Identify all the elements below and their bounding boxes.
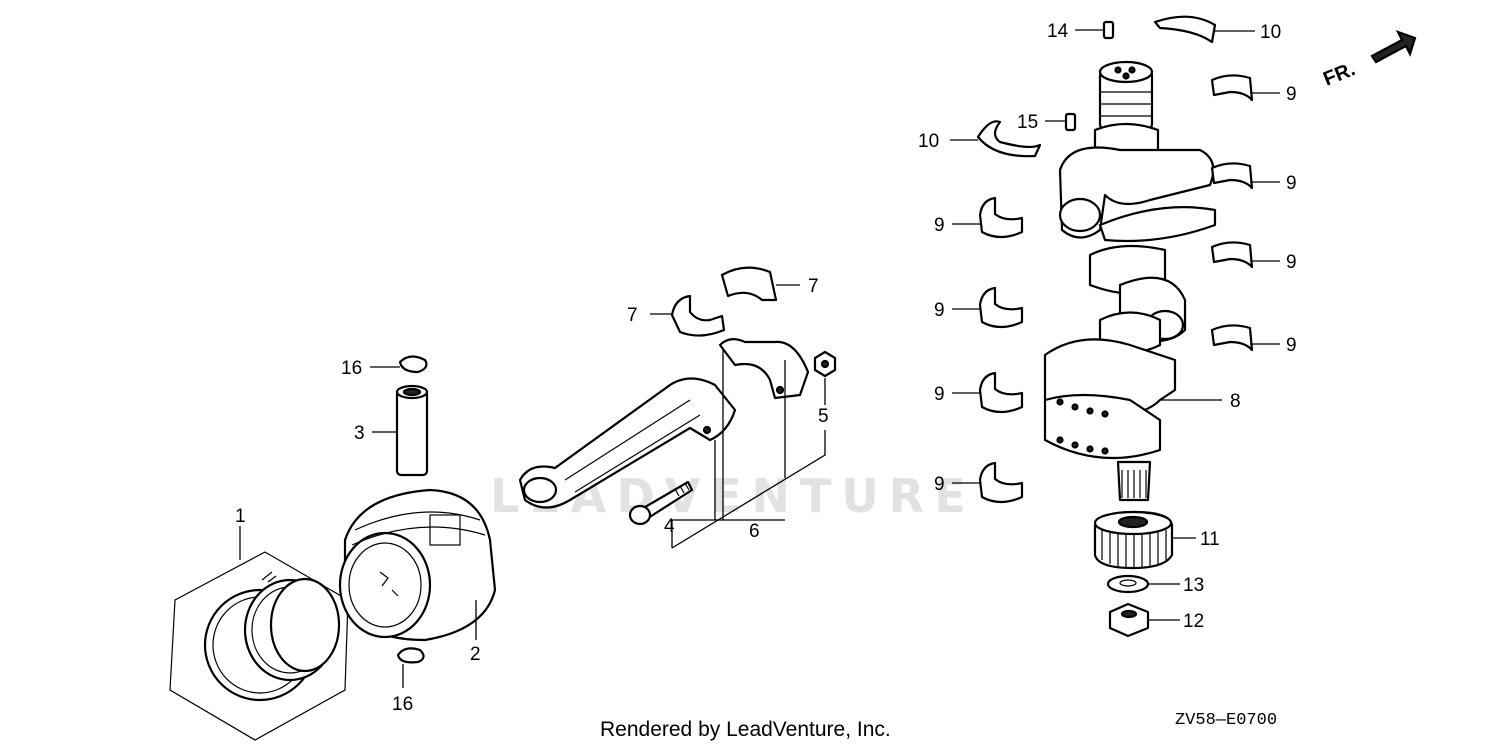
piston-part[interactable]	[338, 488, 497, 642]
thrust-washer-left-part[interactable]	[976, 120, 1042, 158]
callout-2: 2	[470, 644, 481, 665]
callout-14: 14	[1047, 21, 1069, 42]
washer-part[interactable]	[1106, 574, 1150, 594]
piston-pin-part[interactable]	[395, 384, 429, 477]
callout-9-left-4: 9	[934, 474, 945, 495]
clip-bottom-part[interactable]	[396, 647, 425, 664]
thrust-washer-top-part[interactable]	[1153, 15, 1217, 44]
callout-7-left: 7	[627, 305, 638, 326]
callout-12: 12	[1183, 611, 1204, 632]
timing-gear-part[interactable]	[1093, 510, 1174, 570]
callout-9-left-2: 9	[934, 300, 945, 321]
main-bearings-right[interactable]	[1210, 74, 1254, 352]
callout-9-right-3: 9	[1286, 252, 1297, 273]
leader-bracket-4-6	[671, 350, 826, 549]
front-direction-label: FR.	[1320, 58, 1358, 90]
callout-7-right: 7	[808, 276, 819, 297]
connecting-rod-part[interactable]	[518, 338, 810, 509]
callout-13: 13	[1183, 575, 1204, 596]
diagram-code: ZV58—E0700	[1175, 711, 1278, 730]
rod-bearing-right-part[interactable]	[720, 266, 778, 302]
callout-9-left-1: 9	[934, 215, 945, 236]
callout-5: 5	[818, 406, 829, 427]
callout-4: 4	[664, 516, 675, 537]
piston-rings-part[interactable]	[169, 551, 349, 741]
callout-9-left-3: 9	[934, 384, 945, 405]
callout-6: 6	[749, 521, 760, 542]
callout-1: 1	[235, 506, 246, 527]
rod-bolt-part[interactable]	[628, 480, 694, 526]
callout-15: 15	[1017, 112, 1038, 133]
callout-10-left: 10	[918, 131, 939, 152]
credit-text: Rendered by LeadVenture, Inc.	[600, 718, 891, 741]
callout-9-right-4: 9	[1286, 335, 1297, 356]
dowel-pin-15-part[interactable]	[1064, 112, 1077, 132]
callout-11: 11	[1200, 529, 1220, 550]
crank-nut-part[interactable]	[1108, 602, 1150, 638]
rod-bearing-left-part[interactable]	[670, 294, 726, 337]
clip-top-part[interactable]	[398, 355, 428, 374]
callout-16-bottom: 16	[392, 694, 413, 715]
main-bearings-left[interactable]	[978, 196, 1024, 504]
callout-8: 8	[1230, 391, 1241, 412]
dowel-pin-14-part[interactable]	[1102, 20, 1115, 40]
callout-9-right-1: 9	[1286, 84, 1297, 105]
rod-nut-part[interactable]	[813, 350, 837, 378]
callout-9-right-2: 9	[1286, 173, 1297, 194]
crankshaft-part[interactable]	[1043, 60, 1217, 502]
callout-3: 3	[354, 423, 365, 444]
callout-16-top: 16	[341, 358, 362, 379]
callout-10-top: 10	[1260, 22, 1281, 43]
front-direction-arrow-icon	[1370, 30, 1417, 64]
